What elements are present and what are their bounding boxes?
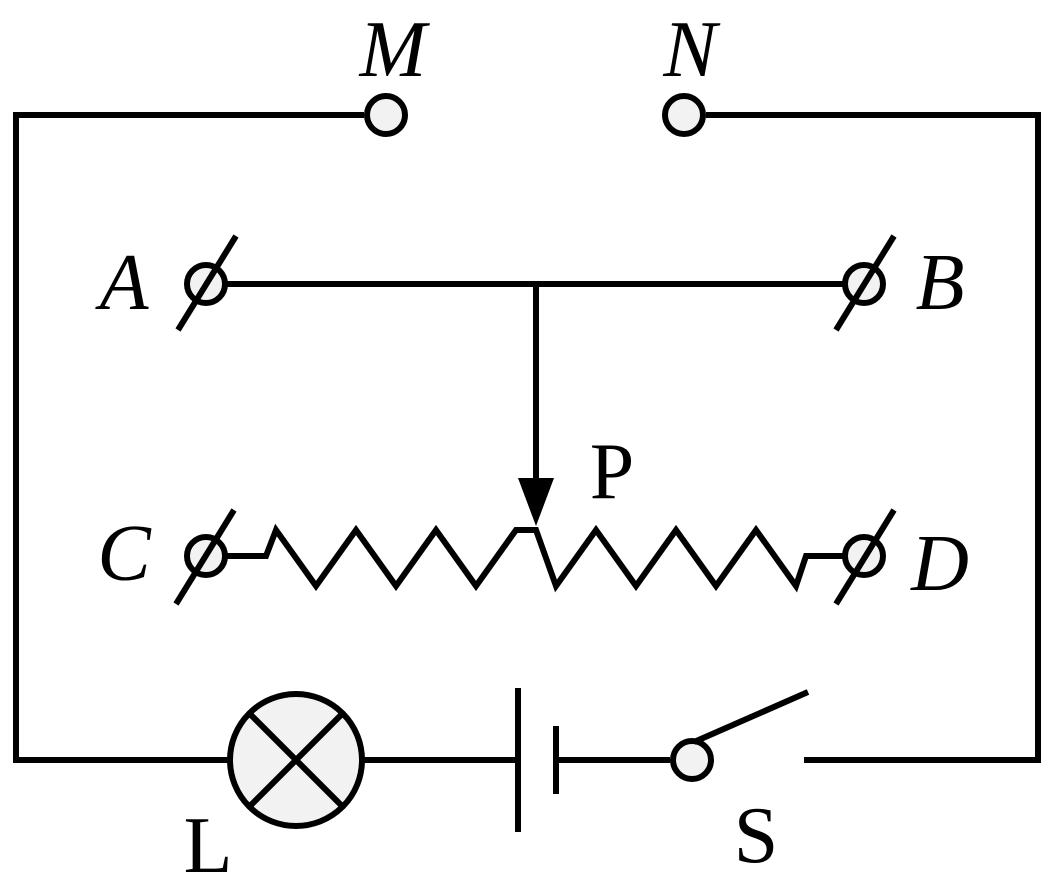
- terminal-d-slash: [833, 508, 897, 606]
- terminal-b-slash: [833, 234, 897, 332]
- label-s: S: [734, 792, 779, 880]
- label-d: D: [910, 520, 969, 608]
- label-a: A: [95, 239, 150, 327]
- terminal-c-slash: [173, 508, 237, 606]
- switch-icon: [670, 689, 810, 782]
- slider-arrow-head: [518, 478, 554, 526]
- terminal-n: [662, 93, 706, 137]
- terminal-m: [364, 93, 408, 137]
- rheostat-resistor: [226, 523, 844, 593]
- wire-left-top: [13, 112, 364, 763]
- label-c: C: [97, 510, 152, 598]
- label-p: P: [590, 428, 635, 516]
- label-l: L: [184, 802, 233, 883]
- battery-icon: [515, 688, 559, 832]
- wire-right-top: [706, 112, 1041, 763]
- lamp-icon: [227, 691, 365, 829]
- label-b: B: [916, 239, 965, 327]
- label-n: N: [662, 6, 721, 94]
- terminal-a-slash: [175, 234, 239, 332]
- label-m: M: [359, 6, 431, 94]
